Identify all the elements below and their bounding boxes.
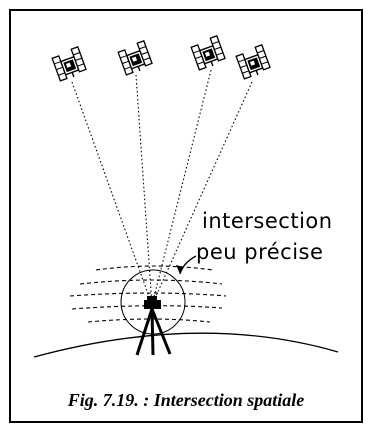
figure-caption: Fig. 7.19. : Intersection spatiale — [67, 390, 305, 410]
annotation-line-2: peu précise — [196, 240, 323, 264]
satellite-icon — [234, 44, 272, 81]
tripod-receiver-icon — [135, 296, 172, 356]
signal-line-4 — [151, 81, 253, 306]
satellite-icon — [189, 35, 227, 72]
earth-surface-curve — [33, 332, 339, 358]
annotation-line-1: intersection — [202, 209, 333, 233]
signal-line-3 — [151, 69, 212, 306]
satellite-icon — [116, 40, 154, 77]
satellite-icon — [50, 46, 88, 83]
annotation-pointer — [176, 255, 197, 275]
signal-line-1 — [71, 81, 153, 306]
figure-frame — [9, 9, 363, 423]
signal-lines — [71, 69, 253, 306]
signal-line-2 — [135, 74, 153, 306]
